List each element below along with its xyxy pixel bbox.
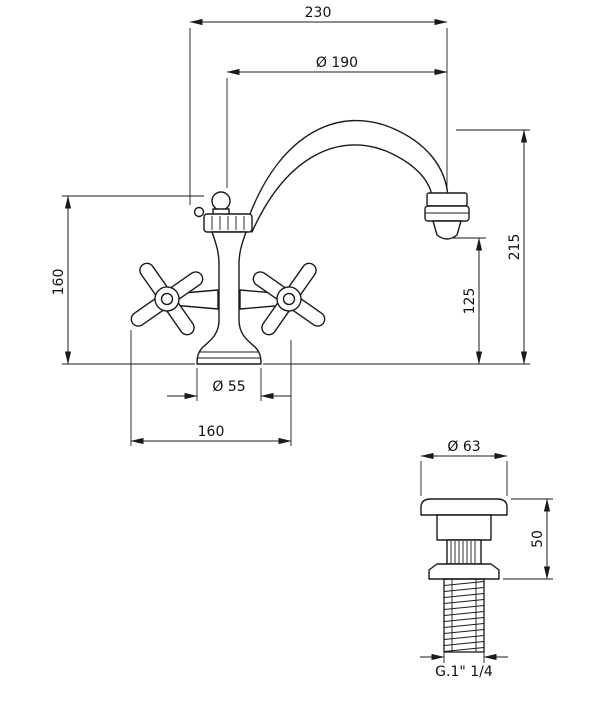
- spout-base-cap: [203, 213, 253, 233]
- dim-label-spout-reach: Ø 190: [316, 55, 358, 71]
- dimension-spout-reach: Ø 190: [226, 55, 448, 188]
- dimension-spout-top-height: 215: [263, 129, 530, 365]
- dim-label-handle-span: 160: [198, 424, 225, 440]
- dimension-overall-width: 230: [189, 5, 448, 205]
- dim-label-drain-thread: G.1" 1/4: [435, 664, 493, 680]
- drain-bore-lines: [451, 579, 477, 652]
- handle-left: [130, 262, 204, 336]
- drain-knurl: [446, 539, 482, 565]
- dim-label-height-left: 160: [51, 269, 67, 296]
- drain-thread-tube: [443, 578, 485, 653]
- drain-flange: [428, 563, 500, 580]
- dim-label-drain-body-height: 50: [530, 530, 546, 548]
- drain-outline: [420, 498, 508, 653]
- faucet-outline: [130, 119, 470, 365]
- dimension-drain-thread: G.1" 1/4: [420, 652, 508, 680]
- dim-label-spout-top-height: 215: [507, 234, 523, 261]
- finial-ball: [211, 191, 231, 211]
- base-rings: [198, 351, 260, 359]
- dim-label-drain-cap-diameter: Ø 63: [447, 439, 480, 455]
- handle-right: [252, 262, 326, 336]
- drain-neck: [436, 514, 492, 541]
- dim-label-outlet-height: 125: [462, 288, 478, 315]
- side-knob: [193, 206, 205, 218]
- dimension-handle-span: 160: [130, 330, 292, 446]
- dimension-drain-cap-diameter: Ø 63: [420, 439, 508, 496]
- dim-label-base-diameter: Ø 55: [212, 379, 245, 395]
- dimension-height-left: 160: [51, 195, 204, 365]
- faucet-body: [196, 231, 262, 365]
- spout-curve: [249, 119, 449, 233]
- dimension-drain-body-height: 50: [503, 498, 553, 580]
- dim-label-overall-width: 230: [305, 5, 332, 21]
- dimension-base-diameter: Ø 55: [167, 368, 291, 401]
- spout-aerator: [424, 192, 470, 240]
- dimension-outlet-height: 125: [452, 237, 486, 365]
- drain-cap: [420, 498, 508, 516]
